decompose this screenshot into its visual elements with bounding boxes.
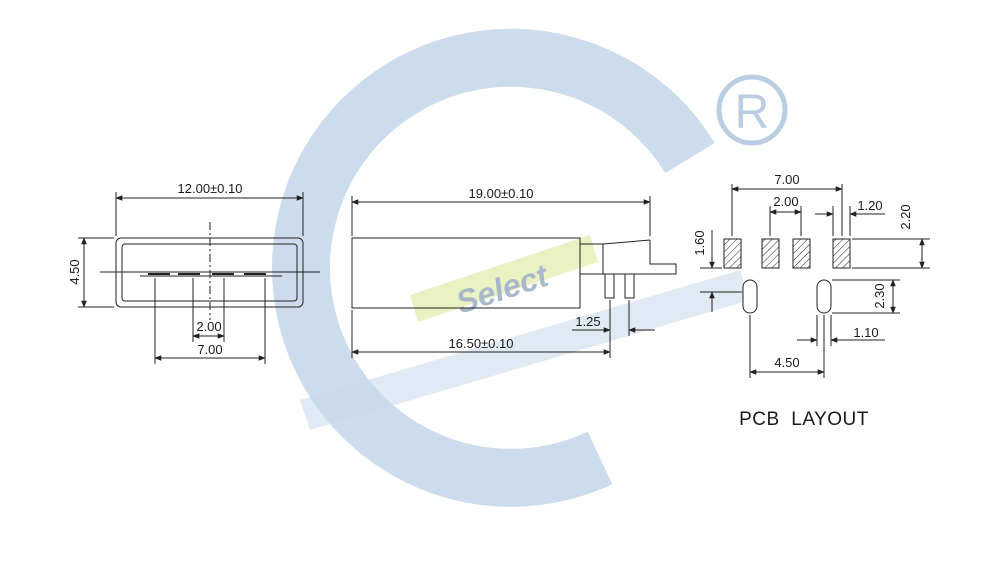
registered-mark-icon: R: [716, 74, 788, 146]
side-pin-2: [624, 273, 635, 299]
pcb-slot-2: [816, 279, 832, 314]
pcb-slotwidth-dim: 1.10: [853, 325, 878, 340]
front-width-dim: 12.00±0.10: [178, 181, 243, 196]
pcb-span-dim: 7.00: [774, 172, 799, 187]
front-height-dim: 4.50: [67, 259, 82, 284]
front-pitch-dim: 2.00: [196, 319, 221, 334]
pcb-padlength-dim: 2.20: [898, 204, 913, 229]
front-view: [78, 192, 320, 364]
pcb-pad-3: [792, 238, 811, 269]
side-pin-dim: 1.25: [575, 314, 600, 329]
pcb-layout: [700, 184, 930, 378]
pcb-pad-1: [723, 238, 742, 269]
pcb-pad-2: [761, 238, 780, 269]
pcb-pitch-dim: 2.00: [773, 194, 798, 209]
watermark-band: [410, 235, 598, 322]
pcb-slot-1: [742, 279, 758, 314]
pcb-pad-4: [832, 238, 851, 269]
side-body: [351, 237, 581, 309]
side-tail-top: [602, 239, 651, 245]
front-span-dim: 7.00: [197, 342, 222, 357]
pcb-padwidth-dim: 1.20: [857, 198, 882, 213]
pcb-rowoffset-dim: 1.60: [692, 230, 707, 255]
pcb-slotlen-dim: 2.30: [872, 283, 887, 308]
watermark-arc: [272, 28, 715, 507]
side-pin-1: [604, 273, 615, 299]
pcb-slotspacing-dim: 4.50: [774, 355, 799, 370]
side-length-dim: 19.00±0.10: [469, 186, 534, 201]
registered-mark-letter: R: [735, 86, 770, 139]
side-view: [351, 196, 677, 358]
side-body-dim: 16.50±0.10: [449, 336, 514, 351]
pcb-layout-title: PCB LAYOUT: [739, 409, 869, 430]
